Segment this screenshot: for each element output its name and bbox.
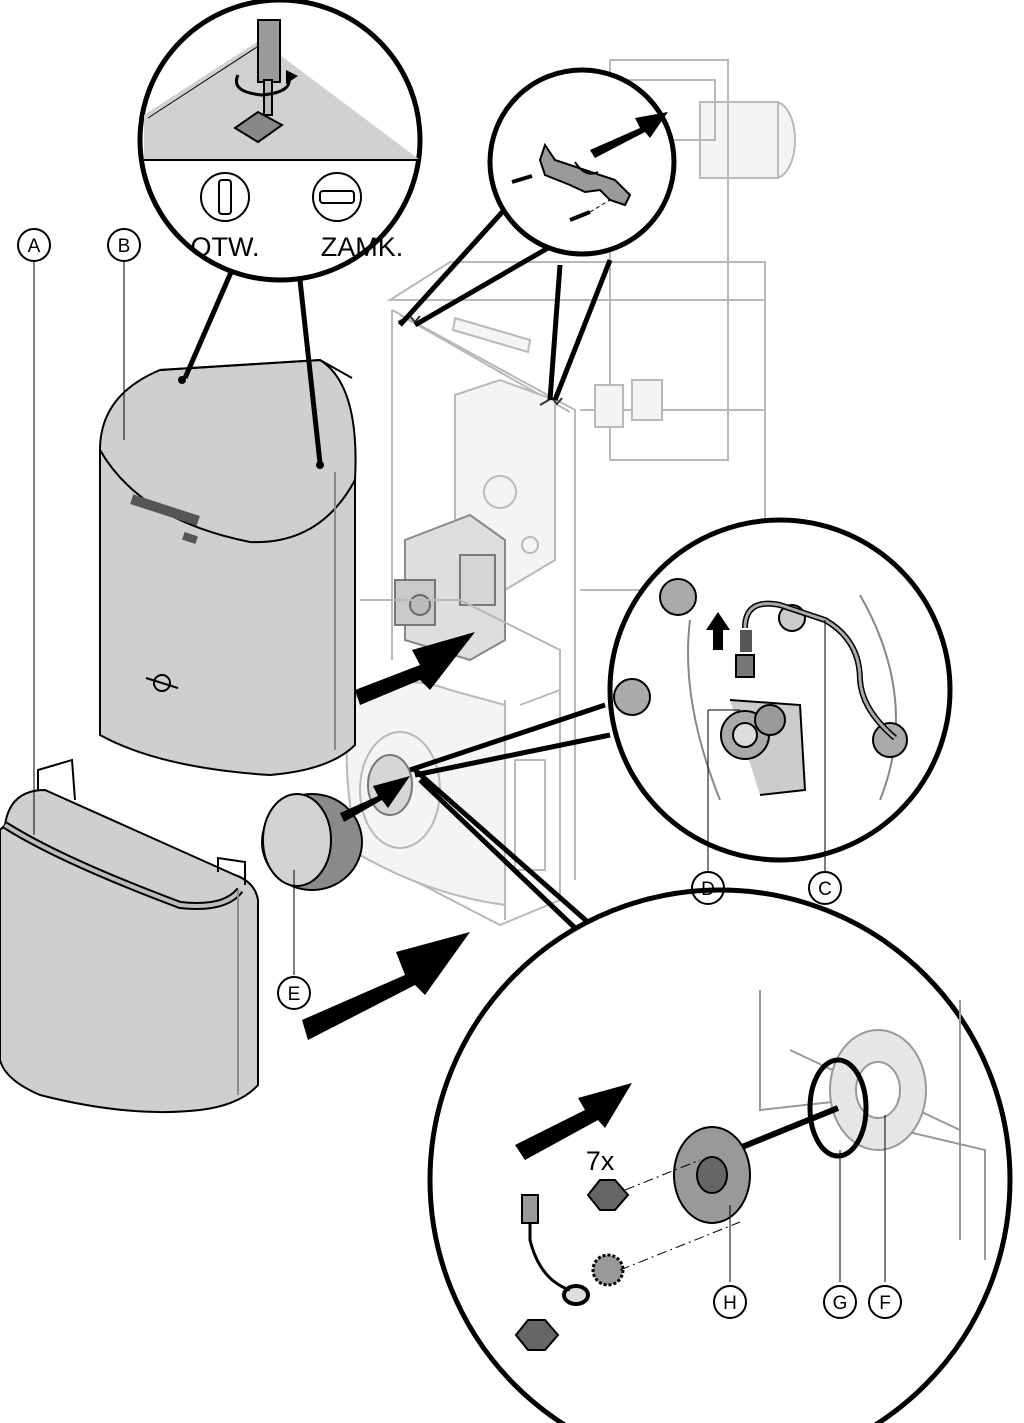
callout-a: A: [17, 228, 51, 262]
mount-arrows: [302, 632, 475, 1040]
callout-e-label: E: [288, 984, 301, 1005]
boiler-unit: [345, 59, 796, 927]
closed-symbol-icon: [312, 172, 362, 222]
bracket-detail-bubble: [398, 67, 677, 401]
callout-c-label: C: [818, 879, 832, 900]
callout-d-label: D: [701, 879, 715, 900]
callout-g-label: G: [833, 1293, 848, 1314]
sensor-plug-detail-bubble: [409, 517, 953, 873]
quantity-note: 7x: [586, 1146, 615, 1176]
screwdriver-detail-bubble: OTW. ZAMK.: [137, 0, 423, 464]
callout-d: D: [691, 871, 725, 905]
callout-b-label: B: [118, 236, 131, 257]
callout-h: H: [713, 1285, 747, 1319]
open-symbol-icon: [200, 172, 250, 222]
closed-label: ZAMK.: [321, 232, 404, 262]
round-cover-e: [261, 793, 363, 891]
callout-b: B: [107, 228, 141, 262]
callout-f-label: F: [879, 1293, 891, 1314]
callout-c: C: [808, 871, 842, 905]
callout-leaders: [33, 262, 886, 1282]
upper-front-panel: [99, 358, 357, 777]
open-label: OTW.: [191, 232, 260, 262]
callout-e: E: [277, 976, 311, 1010]
callout-f: F: [868, 1285, 902, 1319]
flange-detail-bubble: 7x: [413, 768, 1013, 1423]
callout-g: G: [823, 1285, 857, 1319]
callout-h-label: H: [723, 1293, 737, 1314]
callout-a-label: A: [28, 236, 41, 257]
lower-front-panel: [0, 758, 259, 1114]
